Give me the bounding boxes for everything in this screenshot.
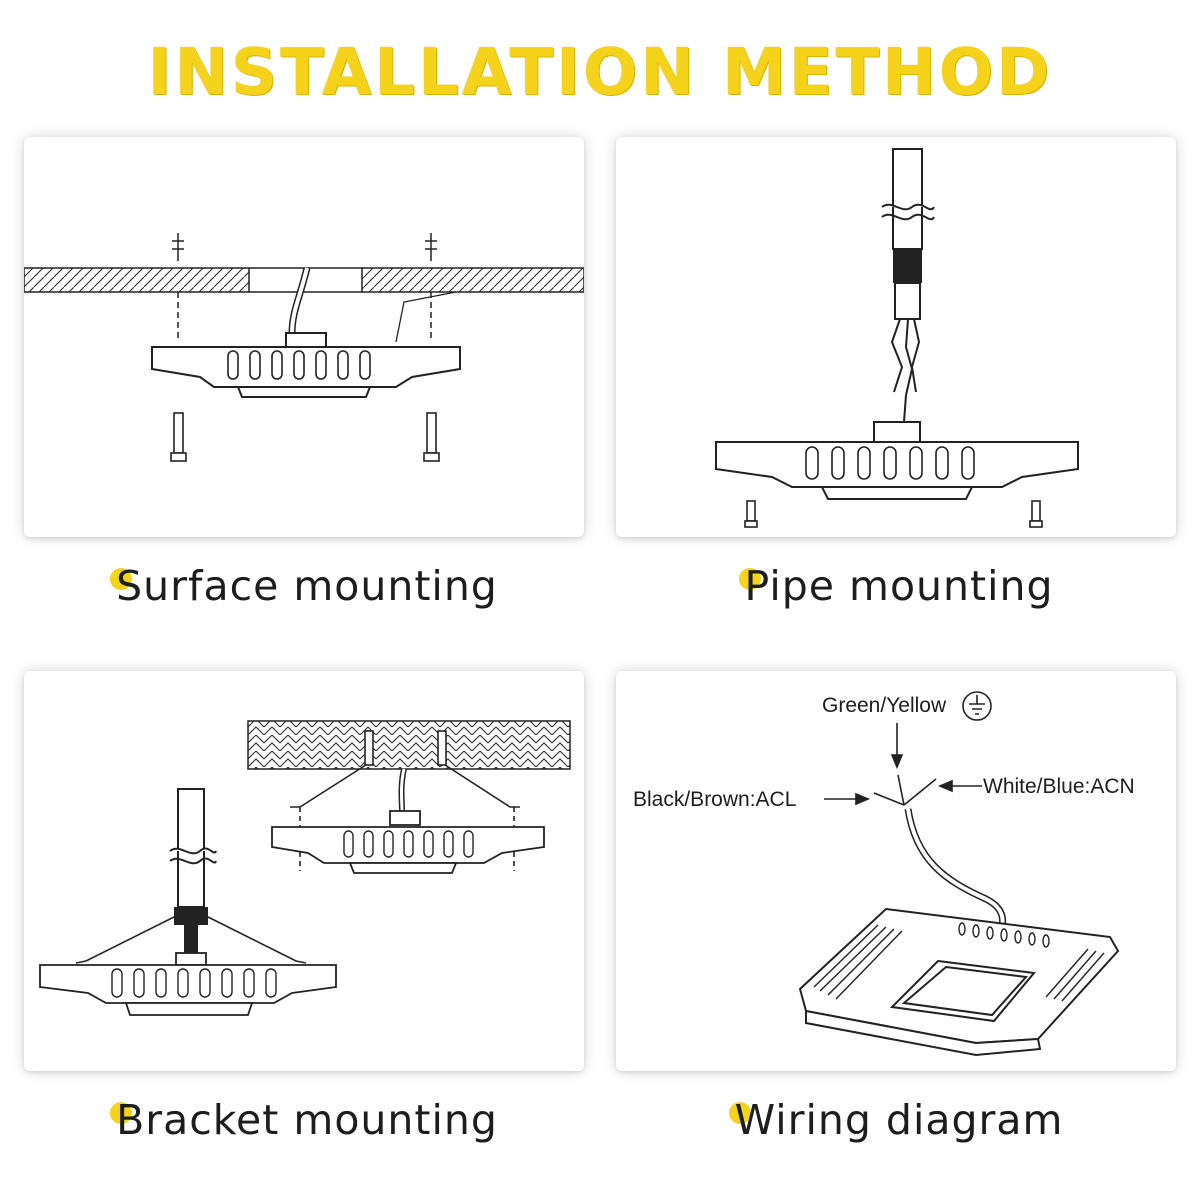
panel-bracket-mounting (24, 671, 584, 1071)
bullet-dot (110, 1102, 133, 1124)
caption-bracket-mounting: Bracket mounting (24, 1096, 584, 1144)
page-title: INSTALLATION METHOD (147, 36, 1053, 110)
panel-surface-mounting (24, 137, 584, 537)
panel-wiring-diagram: Green/Yellow Black/Brown:ACL White/Blue:… (616, 671, 1176, 1071)
caption-pipe-mounting: Pipe mounting (616, 562, 1176, 610)
bullet-dot (738, 568, 761, 590)
pipe-mounting-illustration (715, 148, 1079, 528)
caption-wiring-diagram: Wiring diagram (616, 1096, 1176, 1144)
bullet-dot (110, 568, 133, 590)
caption-surface-mounting: Surface mounting (24, 562, 584, 610)
panel-pipe-mounting (616, 137, 1176, 537)
label-neutral-wire: White/Blue:ACN (983, 775, 1135, 798)
wiring-illustration (798, 691, 1120, 1057)
label-ground-wire: Green/Yellow (822, 694, 947, 717)
lamp-body (798, 907, 1120, 1057)
lamp-body (151, 332, 461, 398)
bracket-mounting-illustration (39, 720, 571, 1016)
ground-symbol-icon (962, 691, 992, 721)
surface-mounting-illustration (24, 233, 584, 462)
lamp-body (715, 441, 1079, 500)
bullet-dot (728, 1102, 751, 1124)
label-live-wire: Black/Brown:ACL (633, 788, 797, 811)
